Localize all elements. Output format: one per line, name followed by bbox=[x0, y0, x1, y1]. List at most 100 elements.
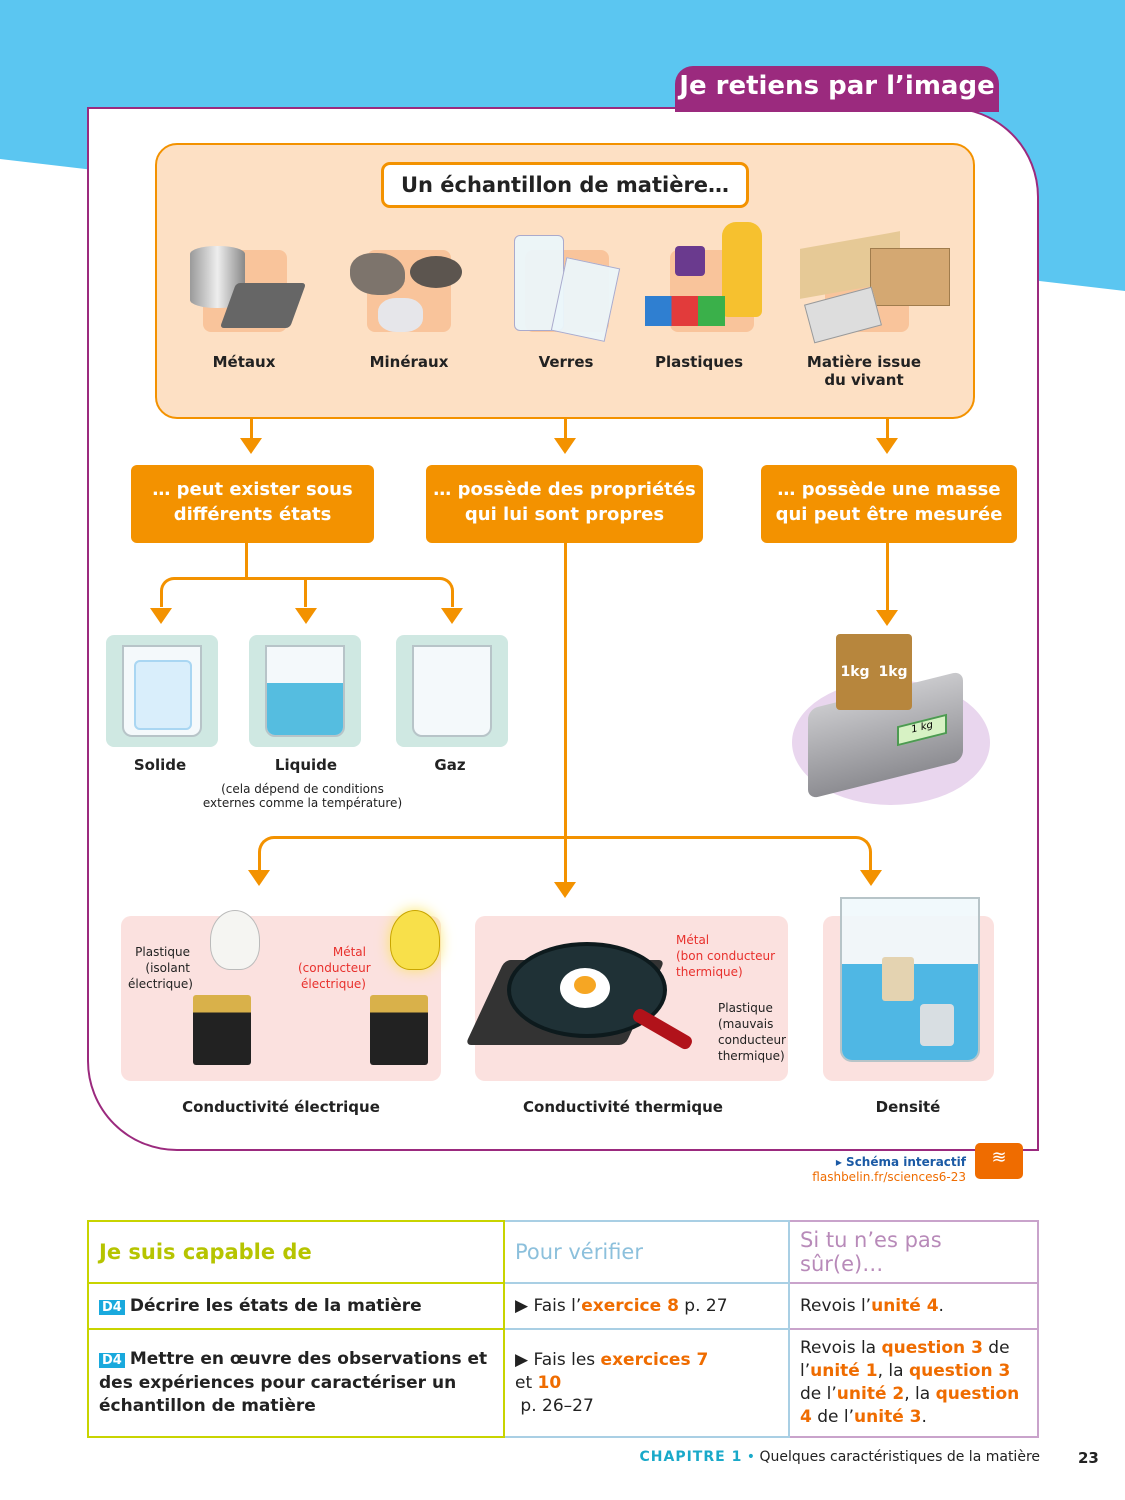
text: ▶ Fais les bbox=[515, 1349, 601, 1370]
laptop-wifi-icon[interactable]: ≋ bbox=[975, 1143, 1023, 1179]
egg-icon bbox=[560, 968, 610, 1008]
weight-cube-icon: 1kg 1kg bbox=[836, 634, 912, 710]
bulb-on-icon bbox=[390, 910, 440, 970]
arrow-down-icon bbox=[441, 608, 463, 624]
review-cell: Revois l’unité 4. bbox=[788, 1282, 1039, 1330]
arrow-down-icon bbox=[876, 438, 898, 454]
arrow-down-icon bbox=[554, 882, 576, 898]
thermal-caption: Conductivité thermique bbox=[523, 1098, 723, 1116]
arrow-down-icon bbox=[240, 438, 262, 454]
state-label: Solide bbox=[133, 756, 187, 774]
chapter-footer: CHAPITRE 1 • Quelques caractéristiques d… bbox=[560, 1449, 1040, 1465]
interactive-schema-link[interactable]: ▸ Schéma interactif flashbelin.fr/scienc… bbox=[810, 1155, 966, 1185]
material-label: Minéraux bbox=[369, 353, 449, 371]
question-link[interactable]: question 3 bbox=[908, 1361, 1011, 1381]
text: . bbox=[921, 1407, 927, 1427]
cardboard-box-icon bbox=[870, 248, 950, 306]
bulb-off-icon bbox=[210, 910, 260, 970]
text: de l’ bbox=[800, 1338, 1010, 1381]
separator: • bbox=[746, 1449, 756, 1465]
connector-line bbox=[564, 543, 567, 883]
material-label: Verres bbox=[538, 353, 594, 371]
solid-illustration bbox=[106, 635, 218, 747]
gas-illustration bbox=[396, 635, 508, 747]
sinking-object-icon bbox=[920, 1004, 954, 1046]
sample-title: Un échantillon de matière… bbox=[381, 162, 749, 208]
exercise-link[interactable]: exercices 7 bbox=[600, 1349, 709, 1370]
text: Revois la bbox=[800, 1338, 882, 1358]
branch-properties: … possède des propriétés qui lui sont pr… bbox=[426, 465, 703, 543]
unit-link[interactable]: unité 3 bbox=[854, 1407, 922, 1427]
table-row: D4 Décrire les états de la matière ▶ Fais… bbox=[87, 1282, 1039, 1330]
states-note: (cela dépend de conditions externes comm… bbox=[202, 782, 403, 810]
connector-line bbox=[564, 419, 567, 441]
text: p. 26–27 bbox=[520, 1395, 594, 1416]
material-label: Matière issue du vivant bbox=[806, 353, 922, 389]
column-header: Si tu n’es pas sûr(e)… bbox=[788, 1220, 1039, 1284]
chapter-title: Quelques caractéristiques de la matière bbox=[759, 1449, 1041, 1465]
electric-caption: Conductivité électrique bbox=[182, 1098, 380, 1116]
connector-line bbox=[304, 577, 307, 607]
question-link[interactable]: question 3 bbox=[881, 1338, 983, 1358]
branch-mass: … possède une masse qui peut être mesuré… bbox=[761, 465, 1017, 543]
cup-icon bbox=[675, 246, 705, 276]
battery-icon bbox=[370, 995, 428, 1065]
text: , la bbox=[904, 1384, 936, 1404]
stone-icon bbox=[378, 298, 423, 332]
weight-label: 1kg bbox=[878, 664, 908, 680]
rock-icon bbox=[350, 253, 405, 295]
text: de l’ bbox=[811, 1407, 855, 1427]
unit-link[interactable]: unité 4 bbox=[871, 1296, 939, 1316]
interactive-label[interactable]: ▸ Schéma interactif bbox=[835, 1155, 966, 1169]
column-header: Pour vérifier bbox=[503, 1220, 790, 1284]
rock-icon bbox=[410, 256, 462, 288]
battery-icon bbox=[193, 995, 251, 1065]
connector-line bbox=[258, 836, 872, 872]
plastic-label: Plastique(mauvais conducteur thermique) bbox=[718, 1001, 786, 1063]
skill-text: Mettre en œuvre des observations et des … bbox=[99, 1349, 488, 1416]
question-link[interactable]: question 4 bbox=[800, 1384, 1020, 1427]
text: Revois l’ bbox=[800, 1296, 872, 1316]
toy-bricks-icon bbox=[645, 296, 725, 326]
unit-link[interactable]: unité 1 bbox=[810, 1361, 878, 1381]
metal-label: Métal(bon conducteur thermique) bbox=[676, 933, 776, 979]
section-title: Je retiens par l’image bbox=[675, 66, 999, 112]
weight-label: 1kg bbox=[840, 664, 870, 680]
chapter-label: CHAPITRE 1 bbox=[639, 1449, 743, 1465]
text: ▶ Fais l’ bbox=[515, 1296, 582, 1316]
column-header: Je suis capable de bbox=[87, 1220, 505, 1284]
exercise-link[interactable]: 10 bbox=[537, 1372, 562, 1393]
branch-states: … peut exister sous différents états bbox=[131, 465, 374, 543]
page-number: 23 bbox=[1078, 1449, 1099, 1467]
d4-badge: D4 bbox=[99, 1300, 125, 1315]
skill-text: Décrire les états de la matière bbox=[129, 1296, 422, 1316]
check-cell: ▶ Fais l’exercice 8 p. 27 bbox=[503, 1282, 790, 1330]
beaker-icon bbox=[840, 897, 980, 1062]
arrow-down-icon bbox=[876, 610, 898, 626]
floating-object-icon bbox=[882, 957, 914, 1001]
liquid-illustration bbox=[249, 635, 361, 747]
text: p. 27 bbox=[678, 1296, 728, 1316]
arrow-down-icon bbox=[860, 870, 882, 886]
text: de l’ bbox=[800, 1384, 837, 1404]
skills-table: Je suis capable de Pour vérifier Si tu n… bbox=[87, 1220, 1039, 1438]
skill-cell: D4 Décrire les états de la matière bbox=[87, 1282, 505, 1330]
connector-line bbox=[245, 543, 248, 579]
bottle-icon bbox=[722, 222, 762, 317]
unit-link[interactable]: unité 2 bbox=[836, 1384, 905, 1404]
state-label: Gaz bbox=[434, 756, 466, 774]
connector-line bbox=[250, 419, 253, 441]
arrow-down-icon bbox=[554, 438, 576, 454]
exercise-link[interactable]: exercice 8 bbox=[581, 1296, 679, 1316]
d4-badge: D4 bbox=[99, 1353, 125, 1368]
state-label: Liquide bbox=[274, 756, 338, 774]
connector-line bbox=[886, 543, 889, 613]
text: et bbox=[515, 1372, 538, 1393]
interactive-url[interactable]: flashbelin.fr/sciences6-23 bbox=[812, 1170, 966, 1184]
material-label: Métaux bbox=[212, 353, 276, 371]
metal-label: Métal(conducteur électrique) bbox=[298, 945, 371, 991]
plastic-label: Plastique(isolant électrique) bbox=[128, 945, 193, 991]
arrow-down-icon bbox=[150, 608, 172, 624]
